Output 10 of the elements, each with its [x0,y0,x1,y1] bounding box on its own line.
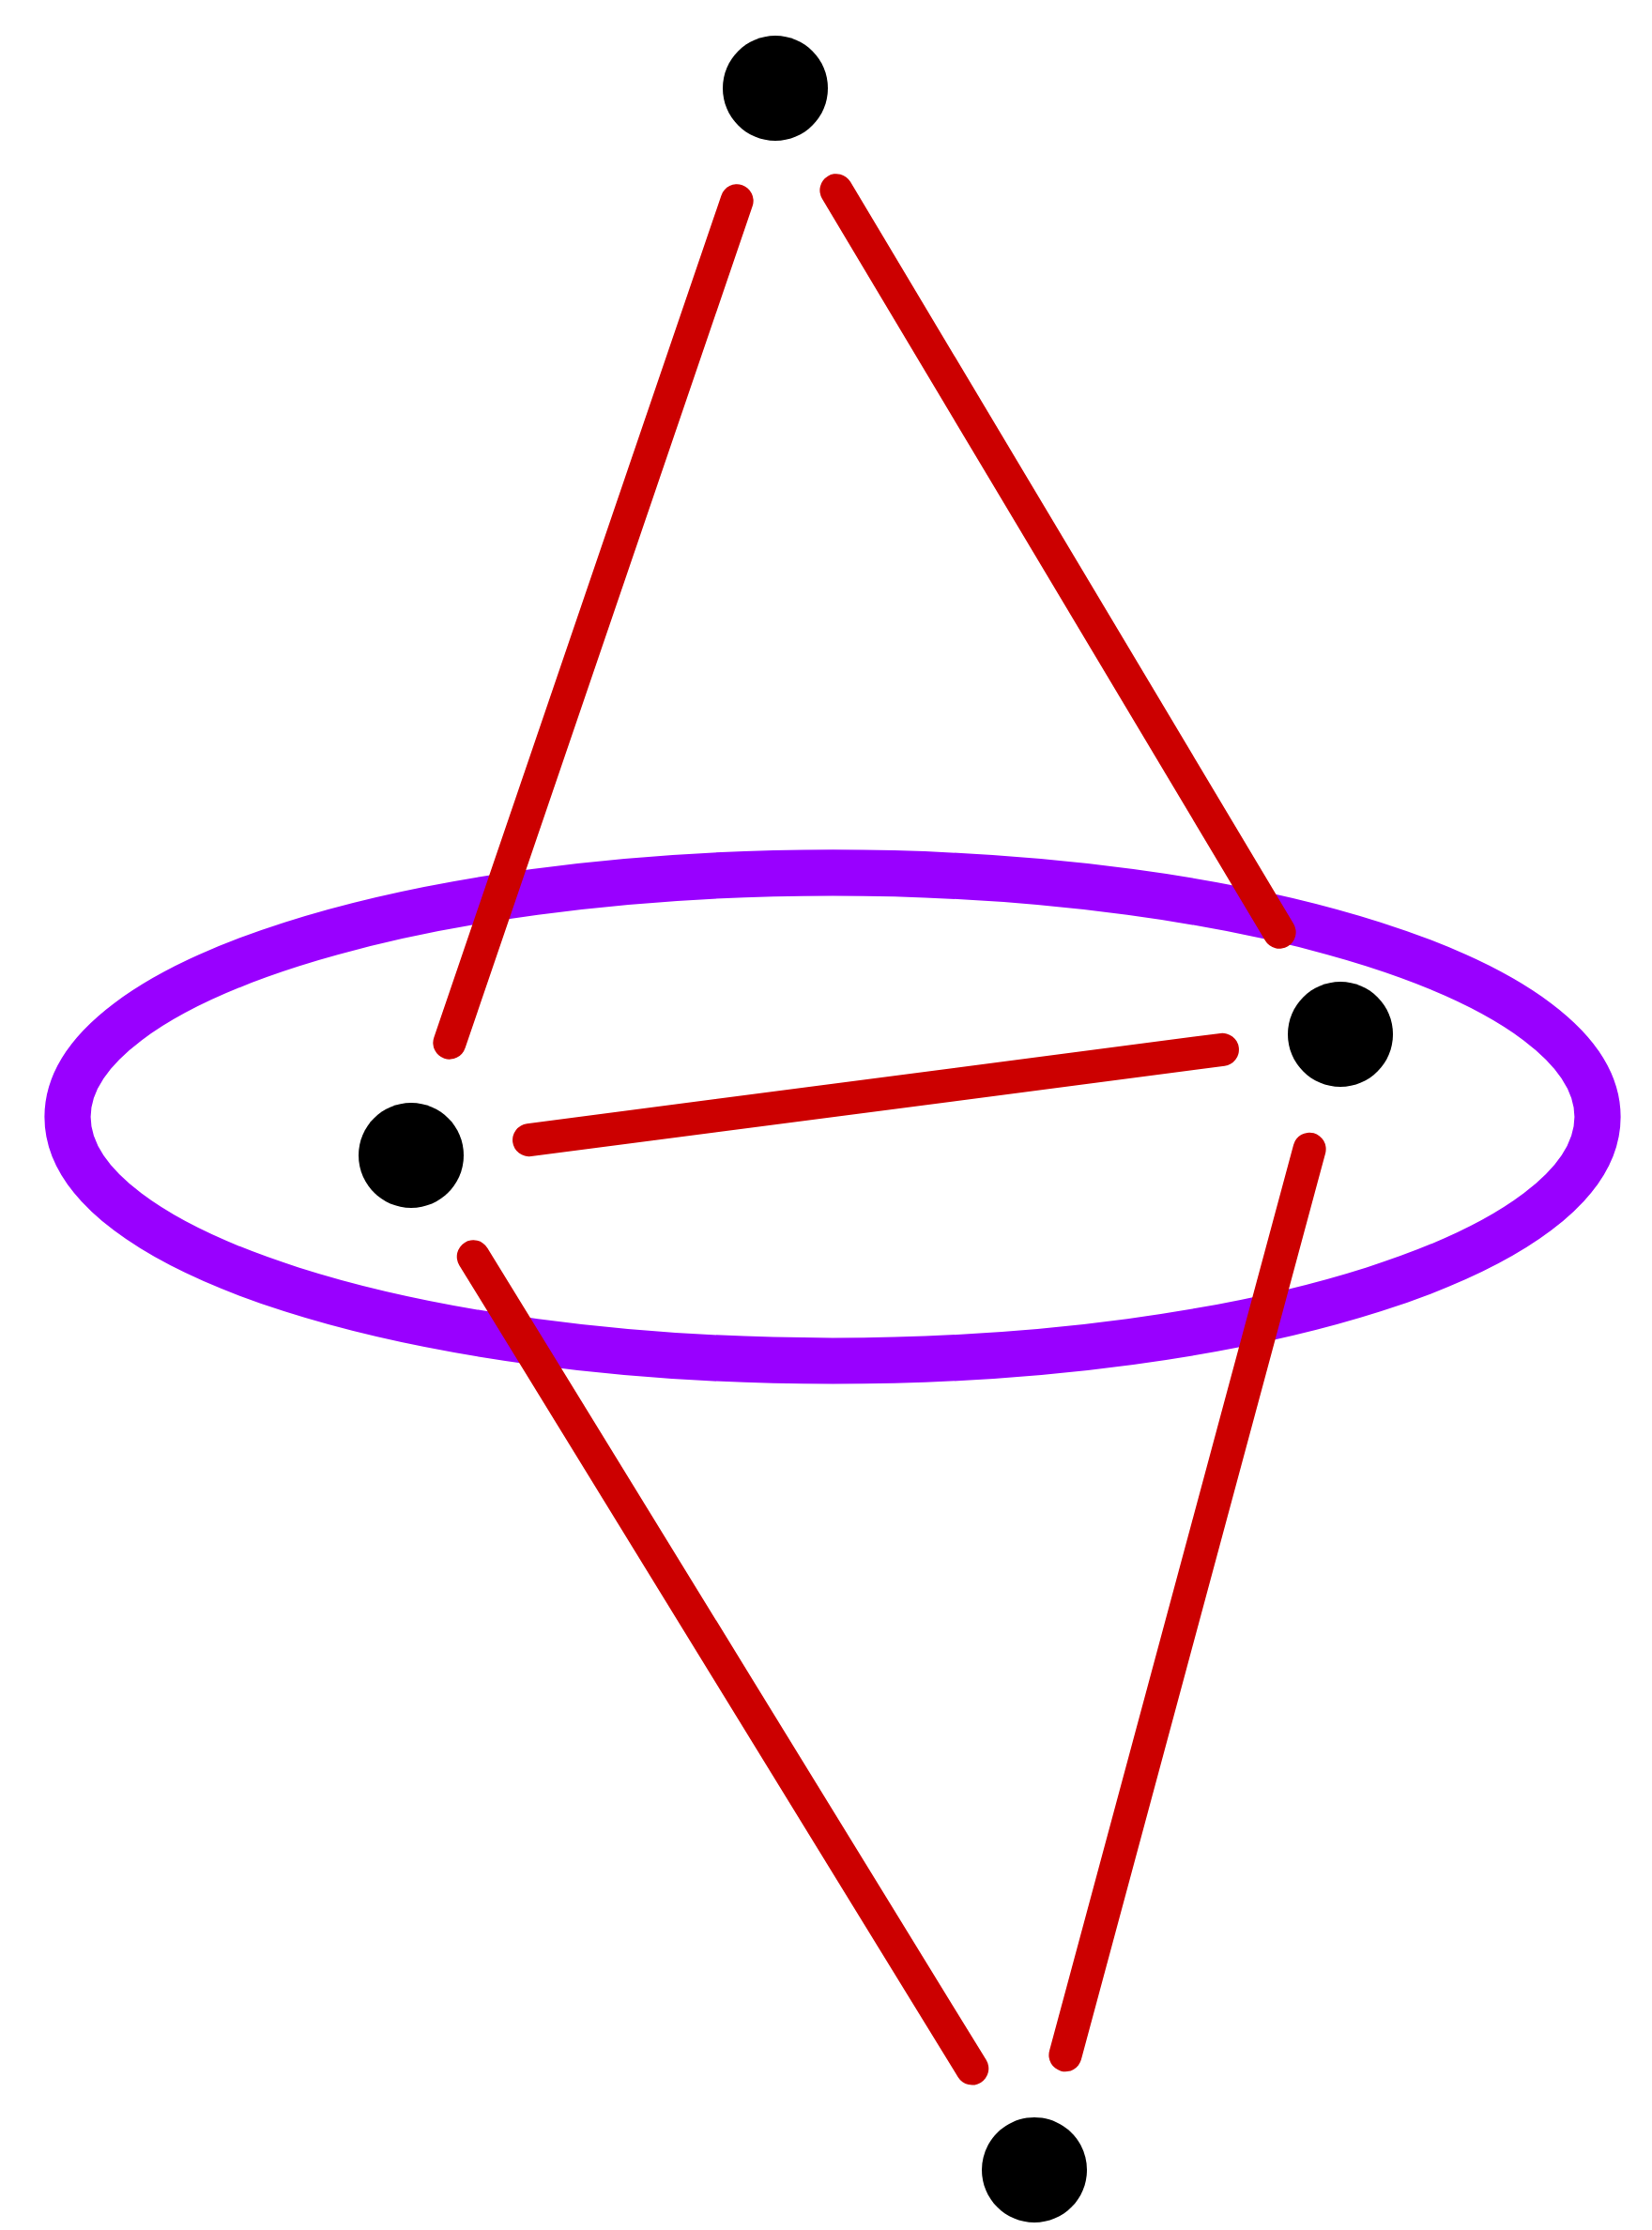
dot [359,1103,464,1208]
ellipse-loop [44,849,1621,1384]
dot [1288,982,1393,1087]
edge-line [1048,1132,1326,2072]
edge-line [512,1032,1239,1157]
edge-line [456,1240,989,2085]
dot [723,35,828,141]
edge-line [819,174,1296,949]
edge-line [433,184,754,1060]
dot [982,2117,1087,2222]
